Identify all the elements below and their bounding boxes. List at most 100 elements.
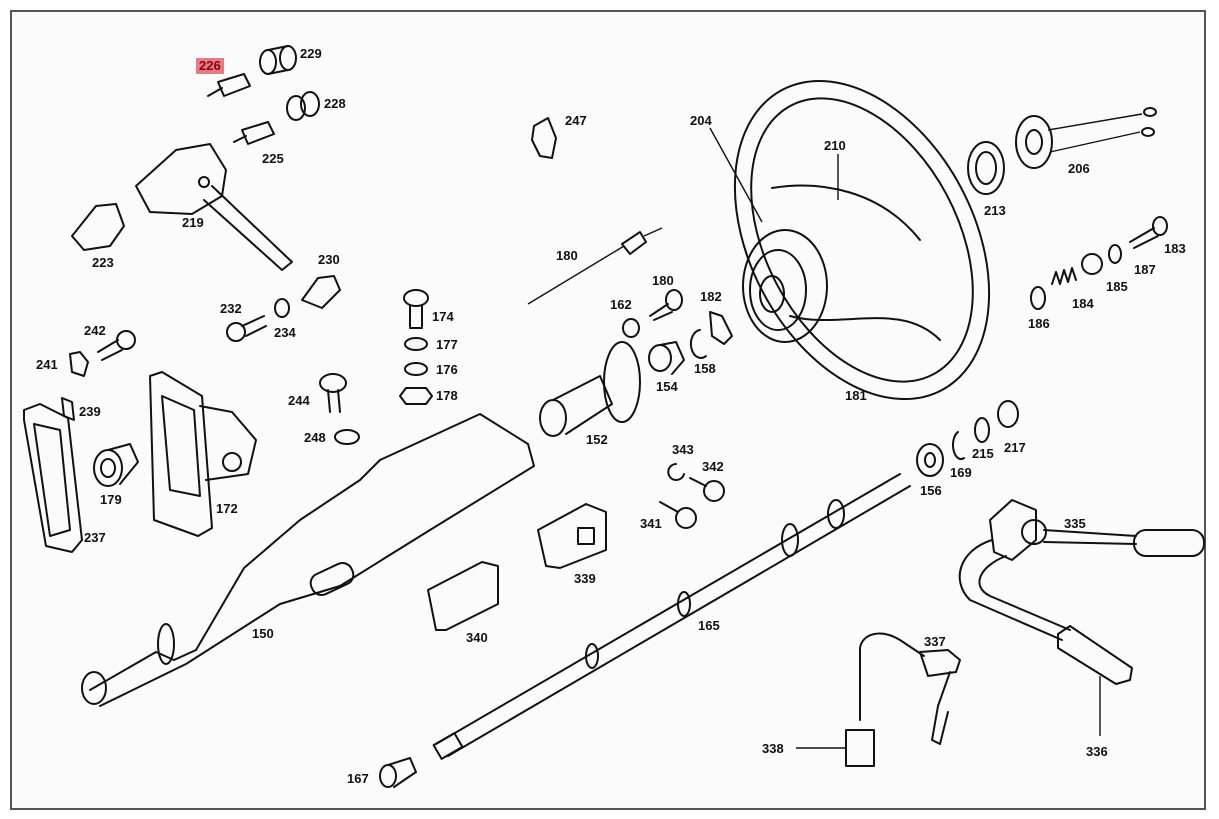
- label-185[interactable]: 185: [1106, 279, 1128, 294]
- part-239-nut[interactable]: [61, 397, 75, 421]
- label-183[interactable]: 183: [1164, 241, 1186, 256]
- label-179[interactable]: 179: [100, 492, 122, 507]
- part-156-bearing[interactable]: [916, 443, 944, 477]
- part-165-steering-shaft[interactable]: [432, 473, 911, 760]
- part-242-bolt[interactable]: [97, 330, 136, 361]
- label-156[interactable]: 156: [920, 483, 942, 498]
- part-234-washer[interactable]: [274, 298, 290, 318]
- label-217[interactable]: 217: [1004, 440, 1026, 455]
- part-178-nut[interactable]: [399, 387, 433, 405]
- part-213-star-emblem[interactable]: [967, 141, 1005, 195]
- label-234[interactable]: 234: [274, 325, 296, 340]
- label-213[interactable]: 213: [984, 203, 1006, 218]
- part-225-pin[interactable]: [233, 121, 275, 145]
- label-239[interactable]: 239: [79, 404, 101, 419]
- label-336[interactable]: 336: [1086, 744, 1108, 759]
- label-242[interactable]: 242: [84, 323, 106, 338]
- part-230-clip[interactable]: [301, 275, 341, 309]
- label-187[interactable]: 187: [1134, 262, 1156, 277]
- part-180-contact-wire[interactable]: [527, 227, 663, 305]
- label-154[interactable]: 154: [656, 379, 678, 394]
- label-165[interactable]: 165: [698, 618, 720, 633]
- part-339-cover[interactable]: [537, 503, 607, 569]
- part-183-pin[interactable]: [1129, 216, 1168, 249]
- part-215-lock-washer[interactable]: [974, 417, 990, 443]
- label-169[interactable]: 169: [950, 465, 972, 480]
- part-244-bolt[interactable]: [319, 373, 347, 413]
- label-174[interactable]: 174: [432, 309, 454, 324]
- label-341[interactable]: 341: [640, 516, 662, 531]
- label-338[interactable]: 338: [762, 741, 784, 756]
- label-232[interactable]: 232: [220, 301, 242, 316]
- label-182[interactable]: 182: [700, 289, 722, 304]
- label-184[interactable]: 184: [1072, 296, 1094, 311]
- part-229-sleeve[interactable]: [259, 45, 297, 75]
- part-241-clip[interactable]: [69, 351, 89, 377]
- part-217-nut[interactable]: [997, 400, 1019, 428]
- label-180-wire[interactable]: 180: [556, 248, 578, 263]
- label-247[interactable]: 247: [565, 113, 587, 128]
- part-182-retainer[interactable]: [709, 311, 733, 345]
- label-158[interactable]: 158: [694, 361, 716, 376]
- label-186[interactable]: 186: [1028, 316, 1050, 331]
- label-215[interactable]: 215: [972, 446, 994, 461]
- label-248[interactable]: 248: [304, 430, 326, 445]
- part-335-combination-switch[interactable]: [958, 499, 1205, 641]
- label-339[interactable]: 339: [574, 571, 596, 586]
- part-184-spring[interactable]: [1051, 267, 1077, 285]
- label-176[interactable]: 176: [436, 362, 458, 377]
- label-204[interactable]: 204: [690, 113, 712, 128]
- part-162-washer[interactable]: [622, 318, 640, 338]
- part-187-washer[interactable]: [1108, 244, 1122, 264]
- label-150[interactable]: 150: [252, 626, 274, 641]
- part-186-washer[interactable]: [1030, 286, 1046, 310]
- label-181[interactable]: 181: [845, 388, 867, 403]
- part-226-pin[interactable]: [207, 73, 251, 97]
- part-172-flange[interactable]: [149, 371, 257, 537]
- part-223-connector[interactable]: [71, 203, 125, 251]
- part-336-connector[interactable]: [1057, 625, 1133, 685]
- part-206-horn-contact[interactable]: [1015, 107, 1157, 169]
- label-244[interactable]: 244: [288, 393, 310, 408]
- label-337[interactable]: 337: [924, 634, 946, 649]
- label-230[interactable]: 230: [318, 252, 340, 267]
- part-228-sleeve[interactable]: [286, 91, 320, 121]
- label-343[interactable]: 343: [672, 442, 694, 457]
- part-219-steering-lock[interactable]: [135, 143, 293, 271]
- label-177[interactable]: 177: [436, 337, 458, 352]
- part-210-hub-pad[interactable]: [771, 184, 941, 341]
- part-177-washer[interactable]: [404, 337, 428, 351]
- part-167-cap[interactable]: [379, 757, 417, 788]
- part-343-clip[interactable]: [667, 463, 685, 481]
- label-219[interactable]: 219: [182, 215, 204, 230]
- part-340-cover[interactable]: [427, 561, 499, 631]
- label-228[interactable]: 228: [324, 96, 346, 111]
- part-237-gasket[interactable]: [23, 403, 83, 553]
- part-342-screw[interactable]: [689, 477, 725, 502]
- part-158-clip[interactable]: [689, 329, 707, 359]
- label-172[interactable]: 172: [216, 501, 238, 516]
- part-341-screw[interactable]: [659, 501, 697, 529]
- part-338-plug[interactable]: [845, 729, 875, 767]
- part-337-switch[interactable]: [859, 632, 961, 745]
- part-179-bushing[interactable]: [93, 443, 139, 487]
- part-181-steering-wheel[interactable]: [683, 37, 1040, 442]
- label-340[interactable]: 340: [466, 630, 488, 645]
- part-174-bolt[interactable]: [403, 289, 429, 329]
- label-229[interactable]: 229: [300, 46, 322, 61]
- part-176-spring-washer[interactable]: [404, 362, 428, 376]
- part-185-bushing[interactable]: [1081, 253, 1103, 275]
- label-241[interactable]: 241: [36, 357, 58, 372]
- label-178[interactable]: 178: [436, 388, 458, 403]
- label-206[interactable]: 206: [1068, 161, 1090, 176]
- part-169-clip[interactable]: [952, 431, 965, 461]
- part-247-switch[interactable]: [531, 117, 557, 159]
- label-152[interactable]: 152: [586, 432, 608, 447]
- label-335[interactable]: 335: [1064, 516, 1086, 531]
- label-180-screw[interactable]: 180: [652, 273, 674, 288]
- part-154-sleeve[interactable]: [648, 341, 685, 375]
- label-342[interactable]: 342: [702, 459, 724, 474]
- part-204-hub[interactable]: [742, 229, 828, 343]
- label-226[interactable]: 226: [196, 58, 224, 74]
- part-248-washer[interactable]: [334, 429, 360, 445]
